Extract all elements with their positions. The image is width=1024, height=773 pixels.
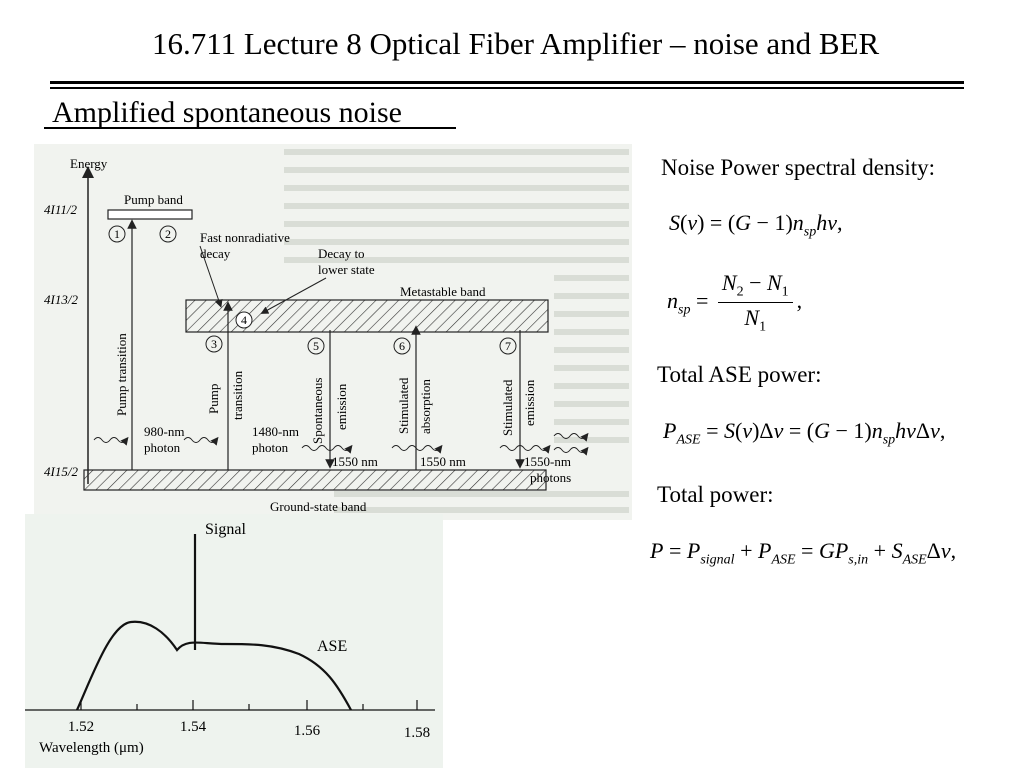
transition-label: transition	[230, 370, 245, 420]
total-power-label: Total power:	[657, 482, 774, 507]
photon-wavy-arrows	[93, 432, 589, 456]
circle-5: 5	[313, 339, 319, 353]
level-label-ground: 4I15/2	[44, 464, 78, 479]
x-axis-label: Wavelength (μm)	[39, 740, 144, 756]
circled-numbers: 1 2 3 4 5 6 7	[108, 225, 517, 355]
x-tick-1.58: 1.58	[404, 725, 430, 741]
x-axis-ticks	[80, 700, 418, 710]
psd-equation: S(v) = (G − 1)nsphv,	[669, 210, 843, 240]
decay-lower-arrow	[260, 277, 327, 314]
pump-band	[107, 209, 193, 220]
ase-curve	[75, 620, 352, 711]
circle-4: 4	[241, 313, 247, 327]
title-divider-thick	[50, 81, 964, 84]
photons-label: photons	[530, 470, 571, 485]
signal-label: Signal	[205, 521, 246, 538]
stim-emission-label-2: emission	[522, 379, 537, 426]
emission-1550-label-b: 1550 nm	[420, 454, 466, 469]
subtitle-underline	[44, 127, 456, 129]
x-tick-1.54: 1.54	[180, 719, 207, 735]
spontaneous-label: Spontaneous	[310, 378, 325, 444]
circle-1: 1	[114, 227, 120, 241]
pump-band-label: Pump band	[124, 192, 183, 207]
emission-1550-label-c: 1550-nm	[524, 454, 571, 469]
photon-980-label-1: 980-nm	[144, 424, 184, 439]
pump-transition-label: Pump transition	[114, 333, 129, 416]
circle-2: 2	[165, 227, 171, 241]
level-label-meta: 4I13/2	[44, 292, 78, 307]
circle-7: 7	[505, 339, 511, 353]
psd-label: Noise Power spectral density:	[661, 155, 936, 180]
spontaneous-emission-label: emission	[334, 383, 349, 430]
fast-nonrad-label-1: Fast nonradiative	[200, 230, 290, 245]
energy-axis-label: Energy	[70, 156, 108, 171]
background-text-lines	[284, 149, 629, 513]
photon-1480-label-2: photon	[252, 440, 289, 455]
total-ase-label: Total ASE power:	[657, 362, 822, 387]
nonrad-decay-arrow	[199, 245, 223, 308]
total-power-equation: P = Psignal + PASE = GPs,in + SASEΔv,	[650, 538, 957, 568]
circle-6: 6	[399, 339, 405, 353]
x-tick-1.56: 1.56	[294, 723, 321, 739]
slide-subtitle: Amplified spontaneous noise	[52, 96, 402, 129]
energy-level-diagram: Energy 4I11/2 4I13/2 4I15/2 Pump band Me…	[34, 144, 632, 520]
pump-label: Pump	[206, 384, 221, 414]
level-label-upper: 4I11/2	[44, 202, 77, 217]
x-tick-1.52: 1.52	[68, 719, 94, 735]
slide-title: 16.711 Lecture 8 Optical Fiber Amplifier…	[152, 26, 880, 61]
fast-nonrad-label-2: decay	[200, 246, 231, 261]
decay-lower-label-2: lower state	[318, 262, 375, 277]
ground-band-label: Ground-state band	[270, 499, 367, 514]
stim-emission-label-1: Stimulated	[500, 379, 515, 436]
ase-spectrum-plot: Signal ASE 1.52 1.54 1.56 1.58 Wavelengt…	[25, 514, 443, 768]
photon-980-label-2: photon	[144, 440, 181, 455]
energy-level-svg: Energy 4I11/2 4I13/2 4I15/2 Pump band Me…	[44, 149, 629, 514]
ground-band	[83, 469, 547, 491]
ase-spectrum-svg: Signal ASE 1.52 1.54 1.56 1.58 Wavelengt…	[25, 521, 435, 756]
stim-absorption-label-2: absorption	[418, 379, 433, 434]
ase-power-equation: PASE = S(v)Δv = (G − 1)nsphvΔv,	[663, 418, 946, 448]
metastable-band-label: Metastable band	[400, 284, 486, 299]
stim-absorption-label-1: Stimulated	[396, 377, 411, 434]
photon-1480-label-1: 1480-nm	[252, 424, 299, 439]
decay-lower-label-1: Decay to	[318, 246, 365, 261]
circle-3: 3	[211, 337, 217, 351]
title-divider-thin	[50, 87, 964, 89]
ase-label: ASE	[317, 638, 347, 655]
emission-1550-label-a: 1550 nm	[332, 454, 378, 469]
